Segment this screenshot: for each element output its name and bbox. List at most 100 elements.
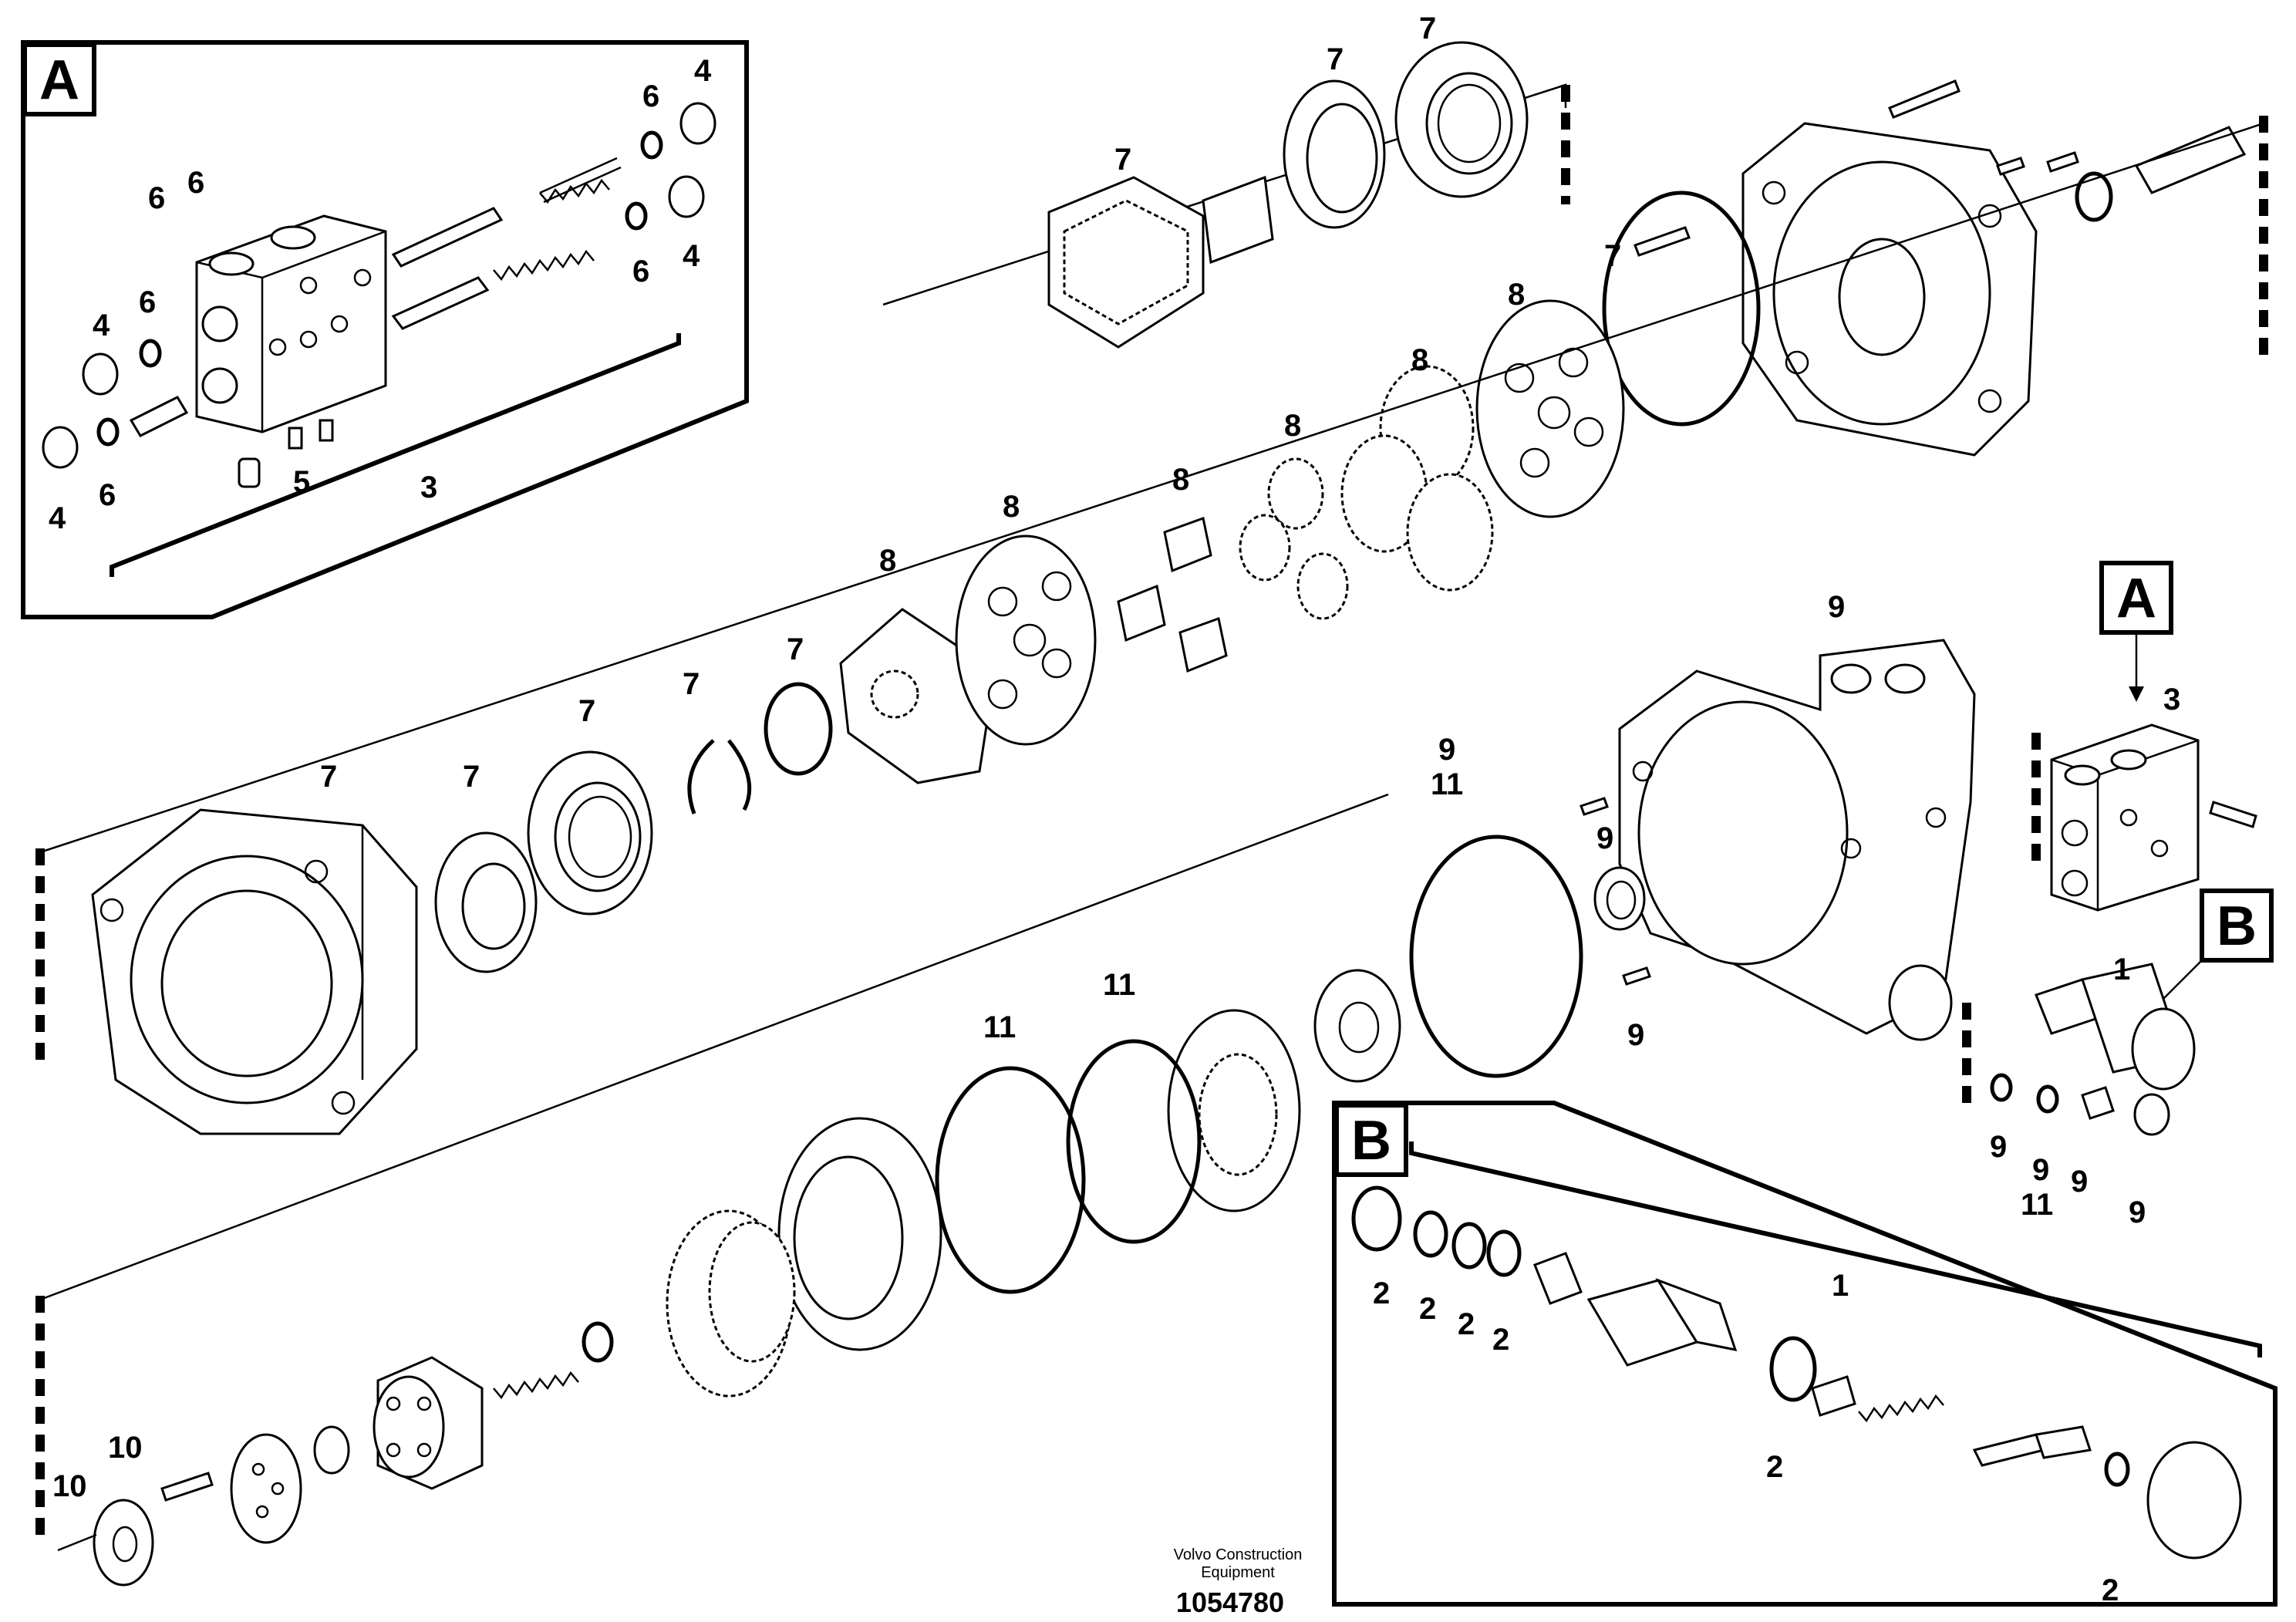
middle-labels: 8 8 8 8 7 7 7 7 7	[320, 409, 1301, 794]
inset-b-group-bracket	[1409, 1141, 2262, 1357]
lower-assembly: 11 11 10 10	[35, 793, 1389, 1587]
right-assembly: A B 9 3 9 11 9 9 1	[1313, 561, 2274, 1229]
bearing-middle	[527, 750, 653, 916]
svg-text:11: 11	[1103, 968, 1135, 1002]
carrier-plate-top	[1475, 299, 1625, 518]
housing-seal	[1593, 866, 1646, 931]
svg-text:6: 6	[632, 255, 649, 288]
svg-text:9: 9	[1627, 1018, 1644, 1052]
svg-text:2: 2	[1373, 1276, 1390, 1310]
relief-valve	[2035, 963, 2196, 1091]
seal-ring-top	[1283, 79, 1386, 229]
svg-text:9: 9	[1596, 821, 1613, 855]
svg-text:10: 10	[108, 1431, 143, 1465]
svg-text:6: 6	[642, 79, 659, 113]
lower-bracket-line	[39, 793, 1389, 1301]
brake-piston	[777, 1117, 942, 1351]
svg-text:4: 4	[93, 309, 110, 342]
snap-ring-middle	[687, 739, 752, 814]
svg-text:3: 3	[2163, 683, 2180, 717]
svg-text:9: 9	[2032, 1153, 2049, 1187]
lower-labels: 11 11 10 10	[52, 968, 1135, 1503]
svg-text:10: 10	[52, 1469, 87, 1503]
svg-text:7: 7	[1327, 42, 1344, 76]
svg-text:B: B	[2217, 895, 2257, 957]
svg-text:9: 9	[1990, 1130, 2007, 1164]
top-assembly: 7 7 7 7 8 8	[882, 12, 2268, 673]
valve-plate-lower	[160, 1425, 350, 1544]
inset-b-tag-box	[1334, 1103, 1408, 1177]
spool-upper	[391, 157, 622, 268]
svg-text:7: 7	[463, 760, 480, 794]
svg-text:8: 8	[1508, 278, 1525, 312]
svg-text:7: 7	[1114, 143, 1131, 177]
o-ring-large-top	[1602, 191, 1761, 427]
svg-text:4: 4	[49, 501, 66, 535]
svg-text:9: 9	[1828, 590, 1845, 624]
svg-text:9: 9	[2129, 1195, 2146, 1229]
svg-text:7: 7	[683, 667, 700, 701]
inset-b-poppet	[1533, 1252, 2242, 1560]
svg-text:8: 8	[879, 544, 896, 578]
inset-a-group-bracket	[110, 333, 681, 577]
housing-pins	[1580, 797, 1651, 986]
carrier-plate-middle	[955, 534, 1097, 746]
inset-b-frame	[1332, 1101, 2277, 1607]
svg-text:11: 11	[1431, 767, 1463, 801]
svg-text:7: 7	[1419, 12, 1436, 46]
inset-a-tag: A	[39, 49, 79, 111]
end-washer	[57, 1499, 154, 1587]
svg-text:8: 8	[1003, 490, 1020, 524]
svg-text:7: 7	[787, 632, 804, 666]
svg-text:9: 9	[1438, 733, 1455, 767]
cover-screws	[1633, 79, 2025, 257]
callout-b: B	[2159, 889, 2274, 1003]
valve-block-a	[195, 214, 387, 433]
svg-text:2: 2	[1458, 1307, 1475, 1341]
footer-block: Volvo Construction Equipment 1054780	[1174, 1546, 1303, 1618]
main-housing	[91, 808, 418, 1135]
svg-text:A: A	[2116, 568, 2156, 629]
svg-text:4: 4	[694, 54, 712, 88]
thrust-washer	[764, 682, 833, 776]
planet-bushings	[1117, 457, 1349, 673]
svg-text:11: 11	[2021, 1188, 2053, 1222]
svg-text:3: 3	[420, 470, 437, 504]
svg-text:7: 7	[1604, 239, 1621, 273]
svg-text:2: 2	[1419, 1292, 1436, 1326]
inset-a-frame	[21, 40, 749, 619]
svg-text:6: 6	[139, 285, 156, 319]
bearing-top	[1394, 41, 1529, 198]
svg-text:11: 11	[983, 1010, 1016, 1044]
inset-b-labels: 2 2 2 2 1 2 2	[1373, 1269, 2119, 1607]
right-labels: 9 3 9 11 9 9 1	[1431, 590, 2180, 1052]
svg-text:7: 7	[578, 694, 595, 728]
middle-assembly: 8 8 8 8 7 7 7 7 7	[35, 122, 2264, 1135]
inset-a: A	[21, 40, 749, 619]
svg-text:7: 7	[320, 760, 337, 794]
spring-lower	[493, 1371, 579, 1400]
inset-a-labels: 4 6 6 6 6 4 4 6 4 6 5 3	[49, 54, 712, 535]
seal-middle	[434, 831, 538, 973]
svg-text:9: 9	[2071, 1165, 2088, 1199]
friction-disc	[1167, 1009, 1301, 1212]
output-shaft	[2046, 126, 2247, 222]
o-ring-housing	[1409, 835, 1583, 1078]
svg-text:6: 6	[187, 166, 204, 200]
o-rings-lower	[935, 1039, 1202, 1294]
valve-block-small	[2050, 723, 2257, 912]
small-rings	[1990, 1073, 2170, 1136]
spool-lower	[391, 249, 595, 330]
inset-b-tag: B	[1351, 1110, 1391, 1172]
pinion-gear	[1047, 175, 1274, 349]
svg-text:8: 8	[1284, 409, 1301, 443]
svg-text:2: 2	[1492, 1323, 1509, 1357]
svg-text:8: 8	[1411, 343, 1428, 377]
svg-text:1: 1	[1832, 1269, 1849, 1303]
planet-gears-top	[1340, 365, 1494, 592]
motor-housing	[1618, 639, 1976, 1041]
inset-b-rings	[1351, 1185, 1522, 1277]
drawing-number: 1054780	[1176, 1587, 1284, 1618]
valve-part-labels: 9 9 11 9 9	[1990, 1130, 2146, 1229]
